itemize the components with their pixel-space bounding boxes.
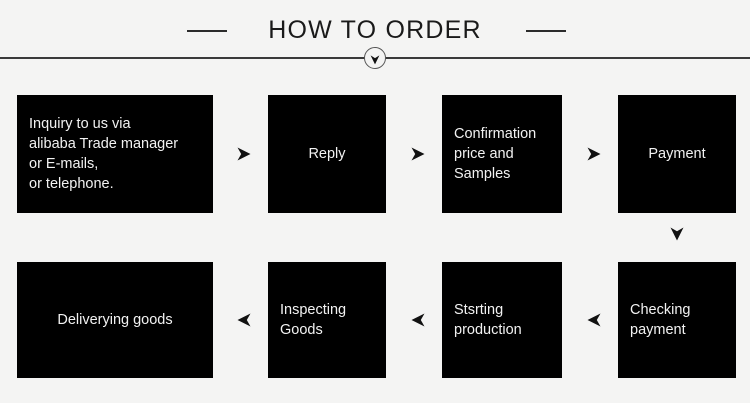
step-box-payment: Payment	[618, 95, 736, 213]
step-label-inquiry: Inquiry to us via alibaba Trade manager …	[29, 116, 179, 192]
chevron-down-badge	[364, 47, 386, 69]
step-box-confirmation: Confirmation price and Samples	[442, 95, 562, 213]
arrow-left-icon	[586, 312, 602, 328]
step-box-inspecting-goods: Inspecting Goods	[268, 262, 386, 378]
arrow-left-icon	[236, 312, 252, 328]
title-dash-left-icon	[187, 30, 227, 32]
step-box-starting-production: Stsrting production	[442, 262, 562, 378]
step-label-confirmation: Confirmation price and Samples	[454, 126, 537, 182]
step-box-checking-payment: Checking payment	[618, 262, 736, 378]
step-label-reply: Reply	[308, 146, 346, 162]
step-box-reply: Reply	[268, 95, 386, 213]
step-label-payment: Payment	[648, 146, 706, 162]
title-dash-right-icon	[526, 30, 566, 32]
header: HOW TO ORDER	[0, 0, 750, 69]
arrow-right-icon	[236, 146, 252, 162]
step-box-inquiry: Inquiry to us via alibaba Trade manager …	[17, 95, 213, 213]
chevron-down-icon	[370, 52, 381, 65]
step-label-checking-payment: Checking payment	[630, 302, 691, 338]
step-label-starting-production: Stsrting production	[454, 302, 522, 338]
page-title: HOW TO ORDER	[268, 16, 482, 44]
step-box-delivering-goods: Deliverying goods	[17, 262, 213, 378]
step-label-inspecting-goods: Inspecting Goods	[280, 302, 347, 338]
arrow-left-icon	[410, 312, 426, 328]
step-label-delivering-goods: Deliverying goods	[57, 312, 173, 328]
arrow-right-icon	[586, 146, 602, 162]
arrow-down-icon	[669, 226, 685, 242]
arrow-right-icon	[410, 146, 426, 162]
